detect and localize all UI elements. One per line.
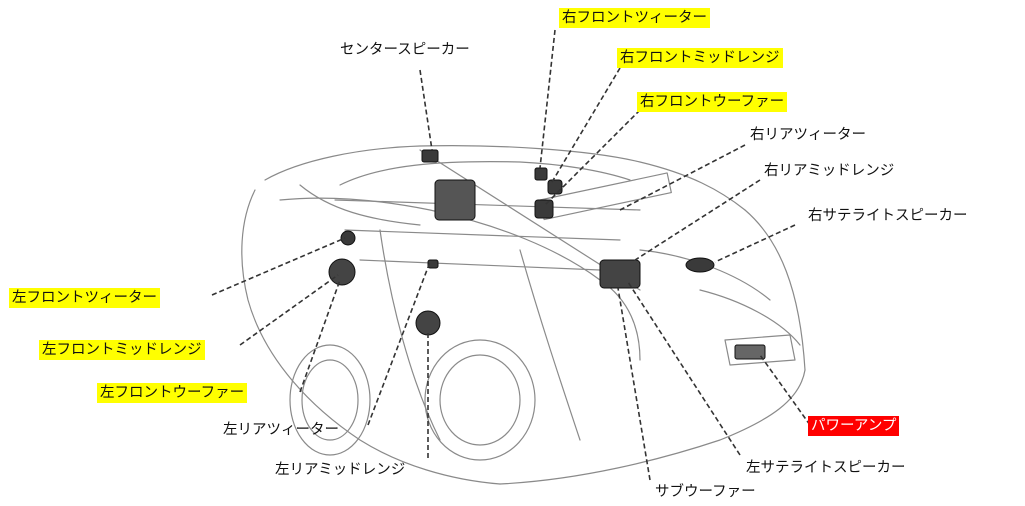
- leader-rf-woofer: [544, 109, 641, 206]
- leader-rs: [714, 224, 796, 263]
- leader-rr-tweeter: [619, 144, 746, 211]
- label-right-front-tweeter: 右フロントツィーター: [559, 8, 710, 28]
- center-console-unit: [434, 179, 476, 221]
- label-right-satellite-speaker: 右サテライトスピーカー: [808, 208, 968, 224]
- leader-center-speaker: [419, 69, 433, 151]
- label-left-rear-tweeter: 左リアツィーター: [223, 422, 339, 438]
- label-right-rear-tweeter: 右リアツィーター: [750, 127, 866, 143]
- label-left-front-woofer: 左フロントウーファー: [97, 383, 248, 403]
- car-rear: [744, 209, 806, 371]
- label-center-speaker: センタースピーカー: [340, 42, 470, 58]
- car-front-wheel: [289, 344, 371, 456]
- rs-unit: [685, 257, 715, 273]
- leader-lf-midrange: [239, 274, 339, 346]
- leader-rf-tweeter: [539, 29, 556, 169]
- rr-unit: [599, 259, 641, 289]
- label-left-front-tweeter: 左フロントツィーター: [9, 288, 160, 308]
- car-body-left: [241, 189, 501, 485]
- leader-rf-midrange: [551, 67, 621, 183]
- lf-midrange-unit: [328, 258, 356, 286]
- leader-lr-tweeter: [367, 261, 431, 426]
- label-left-front-midrange: 左フロントミッドレンジ: [39, 340, 205, 360]
- leader-rr-midrange: [631, 179, 761, 263]
- leader-power-amp: [759, 354, 811, 426]
- label-right-front-woofer: 右フロントウーファー: [637, 92, 788, 112]
- leader-subwoofer: [617, 287, 651, 481]
- rf-woofer-unit: [534, 199, 554, 219]
- car-sill: [499, 369, 806, 485]
- car-rear-wheel: [424, 339, 536, 461]
- rf-midrange-unit: [547, 179, 563, 195]
- power-amp-unit: [734, 344, 766, 360]
- label-left-satellite-speaker: 左サテライトスピーカー: [746, 460, 906, 476]
- car-roof-outline: [264, 145, 746, 211]
- center-speaker-unit: [421, 149, 439, 163]
- label-power-amp: パワーアンプ: [808, 416, 900, 436]
- label-right-front-midrange: 右フロントミッドレンジ: [617, 48, 783, 68]
- lr-midrange-unit: [415, 310, 441, 336]
- leader-lf-tweeter: [211, 237, 346, 296]
- car-windshield: [339, 160, 631, 186]
- rf-tweeter-unit: [534, 167, 548, 181]
- leader-lf-woofer: [299, 279, 341, 393]
- lr-tweeter-unit: [427, 259, 439, 269]
- leader-ls: [627, 281, 741, 456]
- label-right-rear-midrange: 右リアミッドレンジ: [764, 163, 895, 179]
- label-left-rear-midrange: 左リアミッドレンジ: [275, 462, 406, 478]
- lf-tweeter-unit: [340, 230, 356, 246]
- label-subwoofer: サブウーファー: [655, 484, 756, 500]
